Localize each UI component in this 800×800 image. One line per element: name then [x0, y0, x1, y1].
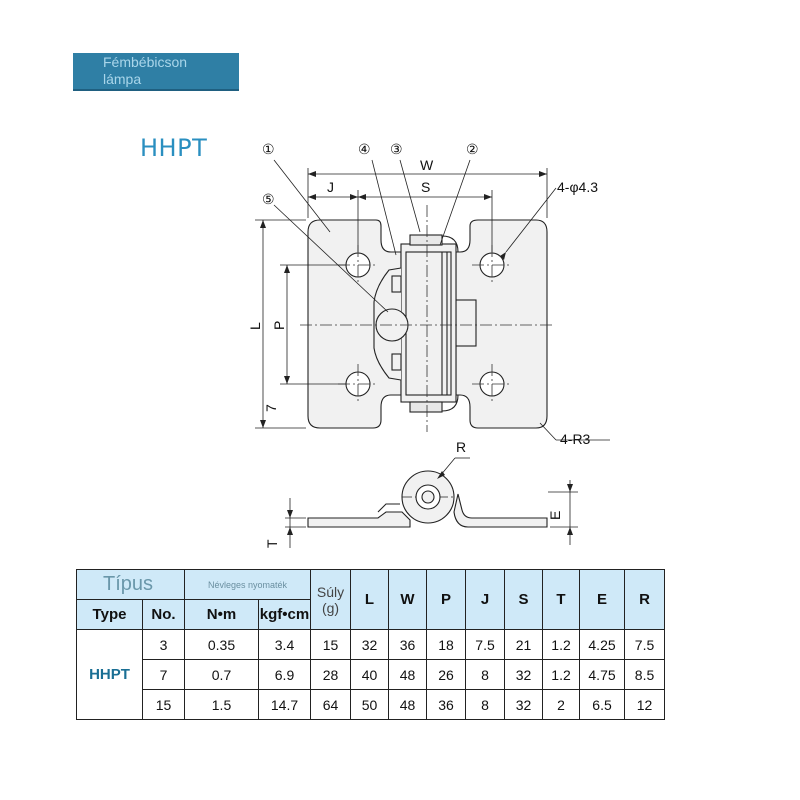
table-cell: 12 — [624, 689, 666, 720]
table-cell: 0.35 — [184, 629, 259, 660]
dim-W: W — [420, 157, 434, 173]
table-cell: 64 — [310, 689, 352, 720]
table-cell: 6.9 — [257, 659, 312, 690]
dim-hole-spec: 4-φ4.3 — [557, 179, 598, 195]
header-nm: N•m — [184, 599, 259, 630]
category-banner: Fémbébicson lámpa — [73, 53, 239, 91]
dim-J: J — [327, 179, 334, 195]
table-cell: 1.2 — [542, 659, 581, 690]
dim-E: E — [547, 511, 563, 520]
header-kgfcm: kgf•cm — [257, 599, 312, 630]
table-cell: 0.7 — [184, 659, 259, 690]
header-J: J — [465, 569, 506, 630]
callout-1: ① — [262, 141, 275, 157]
right-leaf-tab — [455, 299, 477, 347]
table-cell: 1.2 — [542, 629, 581, 660]
dim-R: R — [456, 439, 466, 455]
table-cell: 40 — [350, 659, 390, 690]
header-L: L — [350, 569, 390, 630]
header-T: T — [542, 569, 581, 630]
dim-S: S — [421, 179, 430, 195]
left-leaf — [307, 219, 402, 429]
dim-T: T — [264, 539, 280, 548]
table-cell: 4.75 — [579, 659, 626, 690]
header-S: S — [504, 569, 544, 630]
table-cell: 48 — [388, 659, 428, 690]
model-title: HHPT — [140, 134, 208, 162]
table-cell: 26 — [426, 659, 467, 690]
header-R: R — [624, 569, 666, 630]
table-cell: 2 — [542, 689, 581, 720]
right-leaf — [455, 219, 548, 429]
table-cell: 18 — [426, 629, 467, 660]
dim-radius-spec: 4-R3 — [560, 431, 591, 447]
knuckle-bottom-cap — [409, 401, 443, 413]
header-tipus: Típus — [76, 569, 185, 600]
header-W: W — [388, 569, 428, 630]
knuckle-top-cap — [409, 234, 443, 246]
table-cell: 7.5 — [465, 629, 506, 660]
header-weight: Súly (g) — [310, 569, 352, 630]
table-cell: 36 — [426, 689, 467, 720]
header-no: No. — [142, 599, 185, 630]
table-cell: 48 — [388, 689, 428, 720]
table-cell: 4.25 — [579, 629, 626, 660]
callout-3: ③ — [390, 141, 403, 157]
side-view-right-plate — [453, 493, 548, 528]
table-cell: 50 — [350, 689, 390, 720]
header-type: Type — [76, 599, 143, 630]
table-cell: 3.4 — [257, 629, 312, 660]
callout-2: ② — [466, 141, 479, 157]
table-row: HHPT 3 0.35 3.4 15 32 36 18 7.5 21 1.2 4… — [76, 629, 666, 720]
table-cell: 15 — [310, 629, 352, 660]
table-cell: 8 — [465, 689, 506, 720]
table-cell: 21 — [504, 629, 544, 660]
header-rated-torque: Névleges nyomaték — [183, 569, 312, 600]
table-row: 15 1.5 14.7 64 50 48 36 8 32 2 6.5 12 — [77, 689, 666, 720]
table-cell: 8.5 — [624, 659, 666, 690]
table-cell: 1.5 — [184, 689, 259, 720]
table-cell: 7 — [142, 659, 185, 690]
header-E: E — [579, 569, 626, 630]
table-row: 7 0.7 6.9 28 40 48 26 8 32 1.2 4.75 8.5 — [77, 659, 666, 690]
table-cell: 7.5 — [624, 629, 666, 660]
header-P: P — [426, 569, 467, 630]
table-cell: 32 — [504, 659, 544, 690]
table-cell: 32 — [504, 689, 544, 720]
type-name-cell: HHPT — [76, 629, 143, 720]
table-cell: 6.5 — [579, 689, 626, 720]
specification-table: Típus Névleges nyomaték Súly (g) L W P J… — [76, 569, 666, 720]
side-view-left-plate — [307, 511, 411, 528]
banner-line-1: Fémbébicson — [103, 54, 188, 70]
dim-P: P — [271, 321, 287, 330]
table-cell: 36 — [388, 629, 428, 660]
table-cell: 14.7 — [257, 689, 312, 720]
dim-7: 7 — [263, 404, 279, 412]
table-cell: 32 — [350, 629, 390, 660]
table-cell: 3 — [142, 629, 185, 660]
callout-4: ④ — [358, 141, 371, 157]
knuckle-inner — [405, 251, 452, 396]
table-cell: 28 — [310, 659, 352, 690]
banner-line-2: lámpa — [103, 71, 142, 87]
callout-5: ⑤ — [262, 191, 275, 207]
table-cell: 8 — [465, 659, 506, 690]
dim-L: L — [247, 322, 263, 330]
table-cell: 15 — [142, 689, 185, 720]
